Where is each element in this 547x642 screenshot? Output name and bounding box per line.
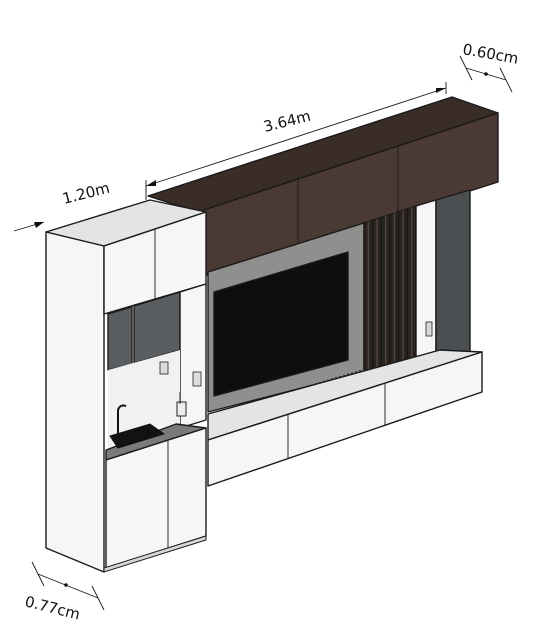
wall-outlet: [192, 371, 202, 387]
faucet-icon: [117, 404, 127, 438]
dark-column: [435, 189, 471, 361]
dimension-depth-bottom: 0.77cm: [23, 561, 105, 623]
outlet-plate: [425, 321, 433, 337]
slat-lines: [367, 207, 413, 371]
niche-wall: [108, 350, 180, 450]
dim-depth-bottom-label: 0.77cm: [23, 592, 82, 623]
pantry-base: [103, 535, 207, 573]
tv-base-cabinet: [207, 349, 483, 487]
base-cabinet-front: [207, 351, 483, 487]
pantry-cabinet: [45, 199, 207, 573]
dim-width-label: 3.64m: [262, 107, 313, 136]
pantry-side: [45, 231, 105, 573]
upper-wood-cabinets: [147, 96, 499, 279]
wall-outlet: [159, 361, 169, 375]
dim-height-label: 1.20m: [61, 179, 112, 208]
dim-depth-top-label: 0.60cm: [461, 40, 520, 67]
dimension-depth-top: 0.60cm: [459, 40, 520, 93]
side-white-panel: [415, 199, 437, 363]
sink-basin: [109, 423, 166, 449]
cup-icon: [176, 401, 187, 417]
glass-door-left: [107, 306, 133, 371]
tv-screen: [213, 251, 349, 397]
